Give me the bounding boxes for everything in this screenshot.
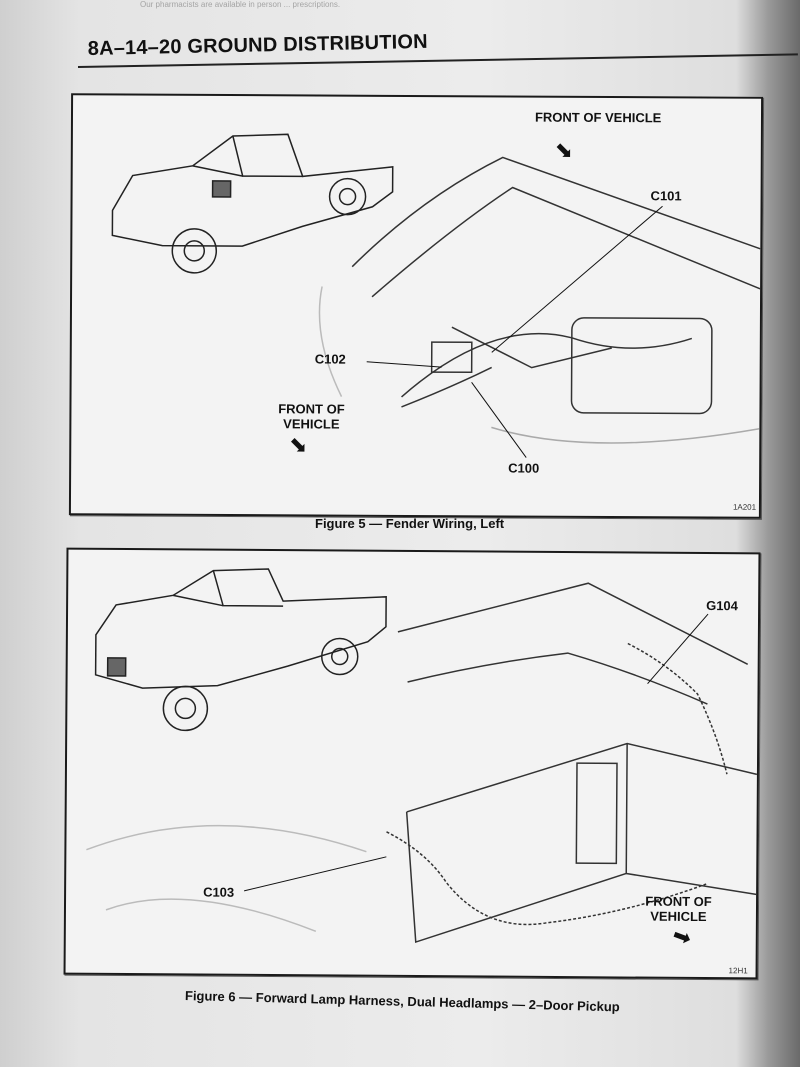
front-end-harness-drawing [86,582,758,944]
label-front-of-vehicle-left: FRONT OF VEHICLE [278,401,345,432]
figure-5-illustration [111,133,761,458]
page-header: 8A–14–20 GROUND DISTRIBUTION [87,30,429,61]
figure-code: 12H1 [728,966,748,976]
label-c102: C102 [314,351,346,367]
label-g104: G104 [706,598,738,614]
figure-6-frame: G104 C103 FRONT OF VEHICLE ➡ 12H1 [63,547,761,980]
label-front-of-vehicle-top: FRONT OF VEHICLE [534,109,662,126]
pickup-truck-drawing [111,133,394,274]
label-c101: C101 [650,188,682,204]
label-c100: C100 [508,460,540,476]
figure-code: 1A201 [732,502,757,512]
label-front-of-vehicle: FRONT OF VEHICLE [645,893,712,925]
label-c103: C103 [203,884,235,900]
leader-lines [366,205,663,458]
leader-lines [243,613,709,892]
figure-5-caption: Figure 5 — Fender Wiring, Left [315,516,505,531]
figure-6-caption: Figure 6 — Forward Lamp Harness, Dual He… [184,988,620,1015]
figure-6-illustration [86,568,758,944]
pickup-truck-drawing [94,568,387,732]
figure-5-frame: FRONT OF VEHICLE ➡ C101 C102 FRONT OF VE… [68,93,764,519]
fender-wiring-drawing [318,156,761,444]
bleed-through-text: Our pharmacists are available in person … [140,0,341,9]
